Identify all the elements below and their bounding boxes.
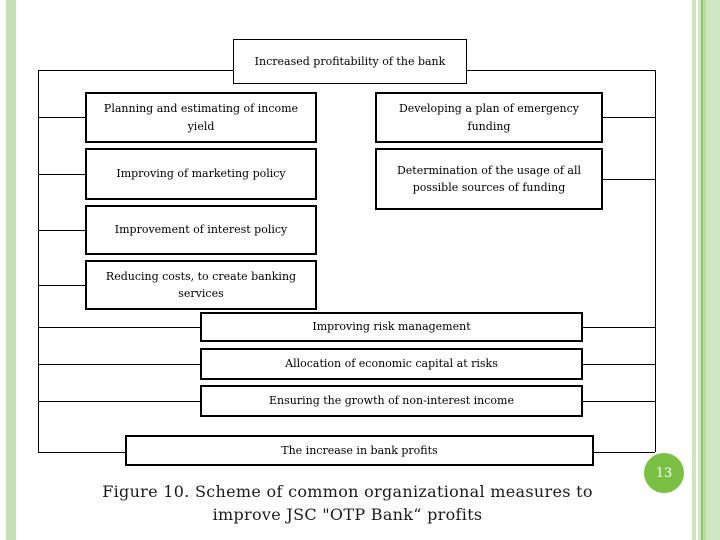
box-reducing-costs: Reducing costs, to create banking servic… <box>85 260 317 310</box>
box-label: Planning and estimating of income yield <box>103 102 299 133</box>
box-marketing-policy: Improving of marketing policy <box>85 148 317 200</box>
right-green-stripe <box>692 0 696 540</box>
box-increased-profitability: Increased profitability of the bank <box>233 39 467 84</box>
right-green-stripe <box>698 0 701 540</box>
box-label: Increased profitability of the bank <box>254 54 446 68</box>
connector-line <box>38 70 39 452</box>
box-sources-of-funding: Determination of the usage of all possib… <box>375 148 603 210</box>
box-label: Reducing costs, to create banking servic… <box>105 269 297 300</box>
right-green-stripe <box>706 0 720 540</box>
connector-line <box>38 327 200 328</box>
connector-line <box>38 174 85 175</box>
connector-line <box>467 70 655 71</box>
slide-number: 13 <box>655 465 673 481</box>
connector-line <box>38 117 85 118</box>
connector-line <box>38 285 85 286</box>
box-planning-income-yield: Planning and estimating of income yield <box>85 92 317 143</box>
connector-line <box>38 230 85 231</box>
figure-caption-line2: improve JSC "OTP Bank“ profits <box>212 505 483 525</box>
slide-number-badge: 13 <box>644 453 684 493</box>
figure-caption-line1: Figure 10. Scheme of common organization… <box>102 482 593 501</box>
box-label: Developing a plan of emergency funding <box>398 102 580 133</box>
box-interest-policy: Improvement of interest policy <box>85 205 317 255</box>
connector-line <box>594 452 655 453</box>
right-green-stripe <box>703 0 706 540</box>
connector-line <box>583 401 655 402</box>
box-risk-management: Improving risk management <box>200 312 583 342</box>
connector-line <box>583 364 655 365</box>
box-label: Improvement of interest policy <box>114 223 288 237</box>
connector-line <box>655 70 656 452</box>
left-green-stripe <box>6 0 16 540</box>
connector-line <box>38 452 125 453</box>
connector-line <box>603 117 655 118</box>
connector-line <box>38 401 200 402</box>
box-emergency-funding-plan: Developing a plan of emergency funding <box>375 92 603 143</box>
connector-line <box>38 70 233 71</box>
figure-caption: Figure 10. Scheme of common organization… <box>55 480 640 526</box>
connector-line <box>583 327 655 328</box>
box-increase-bank-profits: The increase in bank profits <box>125 435 594 466</box>
box-label: Improving risk management <box>312 320 471 334</box>
right-green-stripe <box>701 0 703 540</box>
box-label: Allocation of economic capital at risks <box>285 357 498 371</box>
connector-line <box>38 364 200 365</box>
box-label: The increase in bank profits <box>281 443 438 457</box>
connector-line <box>603 179 655 180</box>
box-label: Improving of marketing policy <box>116 167 286 181</box>
box-non-interest-income: Ensuring the growth of non-interest inco… <box>200 385 583 417</box>
box-label: Determination of the usage of all possib… <box>396 163 582 194</box>
box-label: Ensuring the growth of non-interest inco… <box>269 394 514 408</box>
box-capital-allocation: Allocation of economic capital at risks <box>200 348 583 380</box>
